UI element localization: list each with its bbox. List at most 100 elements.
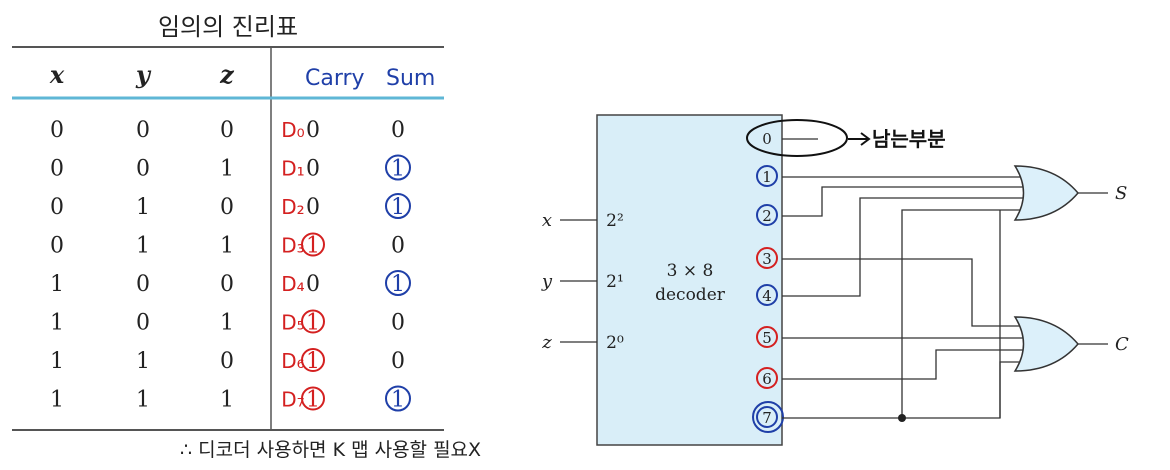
cell-carry: 0 — [306, 118, 320, 143]
cell-y: 1 — [136, 234, 150, 259]
output-number: 0 — [762, 130, 772, 148]
cell-minterm: D₀ — [281, 118, 304, 142]
output-number: 4 — [762, 287, 772, 305]
cell-x: 1 — [50, 388, 64, 413]
cell-y: 0 — [136, 272, 150, 297]
output-number: 6 — [762, 370, 772, 388]
decoder-input-z: z 2⁰ — [541, 332, 624, 353]
wire-out-7 — [782, 210, 1001, 419]
cell-y: 1 — [136, 388, 150, 413]
cell-x: 1 — [50, 349, 64, 374]
or-gate-carry — [1013, 316, 1079, 372]
cell-carry: 0 — [306, 157, 320, 182]
cell-minterm: D₇ — [281, 388, 304, 412]
decoder-output-6: 6 — [756, 367, 778, 389]
output-circle — [756, 247, 778, 269]
cell-sum: 1 — [391, 157, 405, 182]
cell-sum: 0 — [391, 311, 405, 336]
cell-sum: 1 — [391, 388, 405, 413]
cell-x: 0 — [50, 234, 64, 259]
cell-x: 1 — [50, 272, 64, 297]
cell-carry: 1 — [306, 234, 320, 259]
cell-z: 1 — [220, 157, 234, 182]
cell-y: 0 — [136, 157, 150, 182]
wiring — [782, 138, 1108, 419]
cell-z: 0 — [220, 272, 234, 297]
sum-circle — [385, 270, 411, 296]
sum-circle — [385, 154, 411, 181]
decoder-label-line2: decoder — [655, 285, 726, 305]
table-footnote: ∴ 디코더 사용하면 K 맵 사용할 필요X — [180, 439, 481, 461]
output-c-label: C — [1115, 334, 1129, 355]
wire-out-2 — [782, 186, 1030, 217]
cell-carry: 0 — [306, 195, 320, 220]
carry-circle — [301, 348, 325, 372]
cell-z: 0 — [220, 195, 234, 220]
cell-y: 0 — [136, 311, 150, 336]
sum-circle — [385, 385, 411, 412]
carry-circle — [301, 309, 325, 334]
input-name: z — [541, 332, 552, 353]
leftover-note: 남는부분 — [872, 127, 946, 151]
cell-x: 0 — [50, 118, 64, 143]
leftover-ellipse — [746, 119, 848, 157]
output-s-label: S — [1115, 183, 1127, 204]
header-carry: Carry — [305, 66, 365, 91]
cell-sum: 1 — [391, 272, 405, 297]
wire-out-4 — [782, 197, 1031, 297]
output-circle-outer — [752, 401, 784, 433]
cell-x: 0 — [50, 195, 64, 220]
output-number: 3 — [762, 250, 772, 268]
decoder-output-3: 3 — [756, 247, 778, 269]
cell-minterm: D₂ — [281, 195, 304, 219]
cell-minterm: D₅ — [281, 311, 304, 335]
header-y: y — [135, 60, 152, 89]
carry-circle — [301, 386, 325, 411]
output-circle — [756, 204, 778, 226]
cell-sum: 0 — [391, 234, 405, 259]
input-weight: 2² — [606, 211, 624, 231]
sum-circle — [385, 193, 411, 219]
cell-z: 0 — [220, 118, 234, 143]
cell-carry: 1 — [306, 388, 320, 413]
cell-carry: 1 — [306, 311, 320, 336]
cell-z: 1 — [220, 388, 234, 413]
cell-minterm: D₁ — [281, 157, 304, 181]
cell-sum: 1 — [391, 195, 405, 220]
cell-z: 0 — [220, 349, 234, 374]
decoder-label-line1: 3 × 8 — [667, 261, 714, 281]
cell-y: 0 — [136, 118, 150, 143]
header-z: z — [219, 60, 235, 89]
decoder-output-2: 2 — [756, 204, 778, 226]
decoder-output-4: 4 — [756, 284, 778, 306]
decoder-output-1: 1 — [756, 165, 778, 187]
output-number: 1 — [762, 168, 772, 186]
input-weight: 2⁰ — [606, 333, 624, 353]
wire-c-7 — [999, 361, 1028, 418]
cell-z: 1 — [220, 234, 234, 259]
output-circle — [756, 367, 778, 389]
cell-minterm: D₃ — [281, 234, 304, 258]
wire-s-7 — [901, 209, 1028, 418]
output-circle — [756, 284, 778, 306]
cell-minterm: D₄ — [281, 272, 304, 296]
table-title: 임의의 진리표 — [158, 13, 298, 41]
or-gate-sum — [1013, 165, 1079, 221]
decoder-output-0: 0 — [762, 130, 772, 148]
input-name: y — [541, 271, 553, 292]
cell-z: 1 — [220, 311, 234, 336]
input-weight: 2¹ — [606, 272, 624, 292]
